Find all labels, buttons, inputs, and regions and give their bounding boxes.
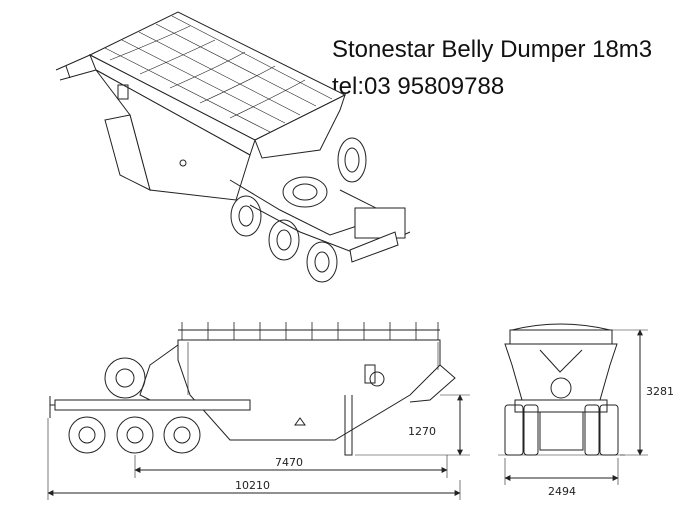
side-view [47,322,470,500]
spare-wheel-side [104,357,146,399]
side-hatch [117,84,129,100]
dim-overall-height: 3281 [646,385,674,398]
wheels-iso [230,195,338,283]
dim-overall-length: 10210 [235,479,270,492]
air-tank [369,371,385,387]
drawing-title: Stonestar Belly Dumper 18m3 [332,36,653,63]
dim-overall-width: 2494 [548,485,576,498]
spare-wheel-iso [337,137,367,183]
hopper-side [177,339,441,441]
wheels-side [68,416,201,454]
isometric-view [55,11,411,283]
turntable-iso [282,176,328,208]
rear-view [498,323,648,485]
dim-axle-to-kingpin: 7470 [275,456,303,469]
rear-drum [550,377,572,399]
contact-phone: tel:03 95809788 [332,73,505,100]
dim-deck-height: 1270 [408,425,436,438]
hopper-body [95,69,251,201]
